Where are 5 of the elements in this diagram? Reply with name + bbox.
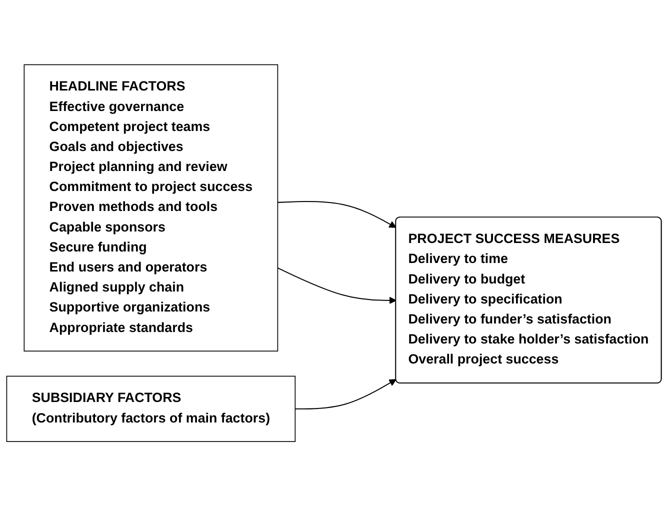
arrow [278,200,396,228]
node-box: SUBSIDIARY FACTORS (Contributory factors of main factors) [6,376,296,442]
arrow [295,378,396,410]
arrow [277,267,396,304]
node-box: HEADLINE FACTORS Effective governance Competent project teams Goals and objectives Project planning and review Commitment to project success Proven methods and tools Capable sponsors Secure funding End users and operators Aligned supply chain Supportive organizations Appropriate standards [24,64,278,352]
